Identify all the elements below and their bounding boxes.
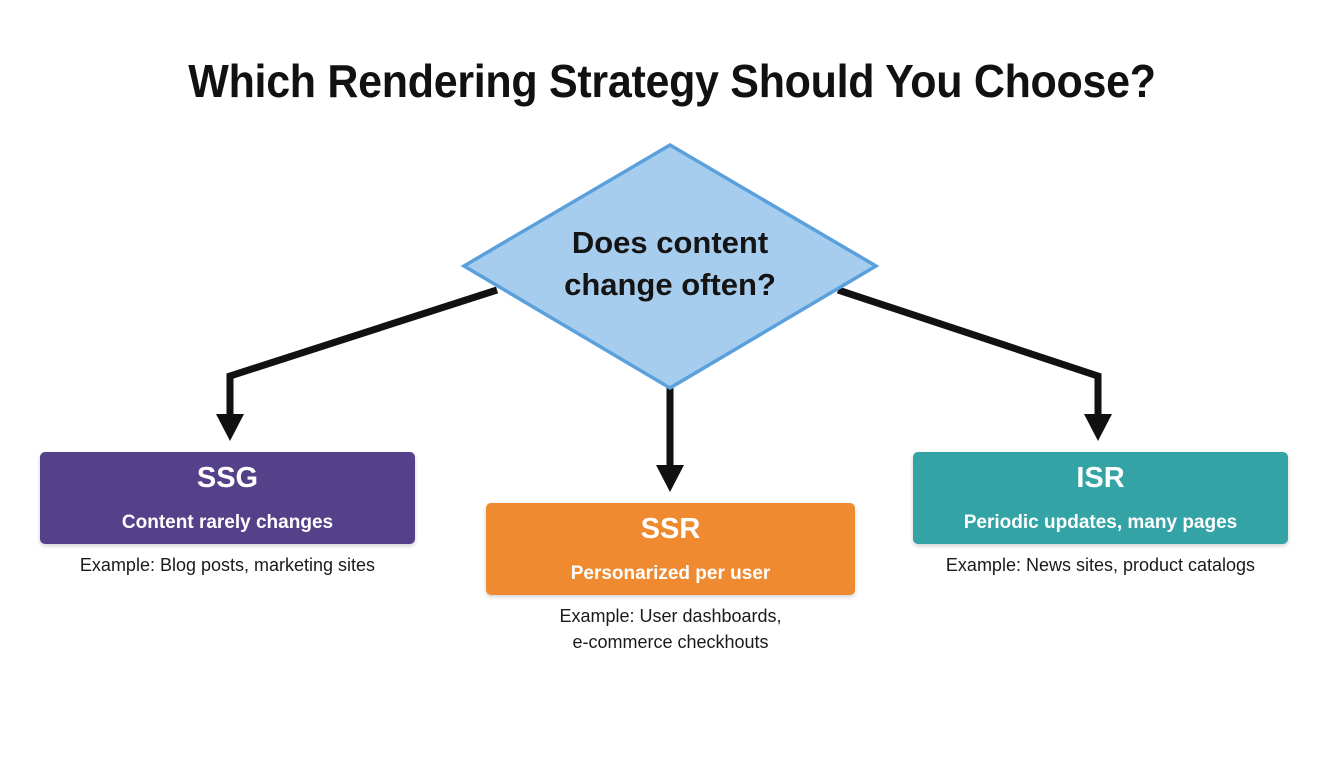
option-ssr-box: SSR Personarized per user bbox=[486, 503, 855, 595]
option-ssg-example-line-1: Example: Blog posts, marketing sites bbox=[79, 555, 376, 575]
page-title: Which Rendering Strategy Should You Choo… bbox=[188, 56, 1156, 108]
connector-left bbox=[226, 286, 499, 418]
option-isr-box: ISR Periodic updates, many pages bbox=[913, 452, 1288, 544]
option-ssr-example-line-2: e-commerce checkhouts bbox=[572, 632, 769, 652]
arrowhead-left bbox=[216, 414, 244, 441]
option-isr-title: ISR bbox=[1076, 462, 1125, 494]
decision-question: Does content change often? bbox=[520, 222, 820, 306]
option-isr-example-line-1: Example: News sites, product catalogs bbox=[945, 555, 1256, 575]
option-ssg-subtitle: Content rarely changes bbox=[121, 512, 334, 533]
option-isr-example: Example: News sites, product catalogs bbox=[913, 552, 1288, 578]
arrowhead-center bbox=[656, 465, 684, 492]
option-ssr-example: Example: User dashboards, e-commerce che… bbox=[486, 603, 855, 655]
option-ssg-box: SSG Content rarely changes bbox=[40, 452, 415, 544]
decision-diamond bbox=[460, 142, 880, 391]
connector-right bbox=[836, 286, 1102, 418]
option-ssg-example: Example: Blog posts, marketing sites bbox=[40, 552, 415, 578]
decision-line-1: Does content bbox=[571, 225, 769, 260]
option-ssr-title: SSR bbox=[640, 513, 701, 545]
arrowhead-right bbox=[1084, 414, 1112, 441]
option-ssr-subtitle: Personarized per user bbox=[570, 563, 771, 584]
decision-line-2: change often? bbox=[564, 267, 776, 302]
option-ssg-title: SSG bbox=[196, 462, 259, 494]
option-isr-subtitle: Periodic updates, many pages bbox=[963, 512, 1238, 533]
option-ssr-example-line-1: Example: User dashboards, bbox=[559, 606, 782, 626]
